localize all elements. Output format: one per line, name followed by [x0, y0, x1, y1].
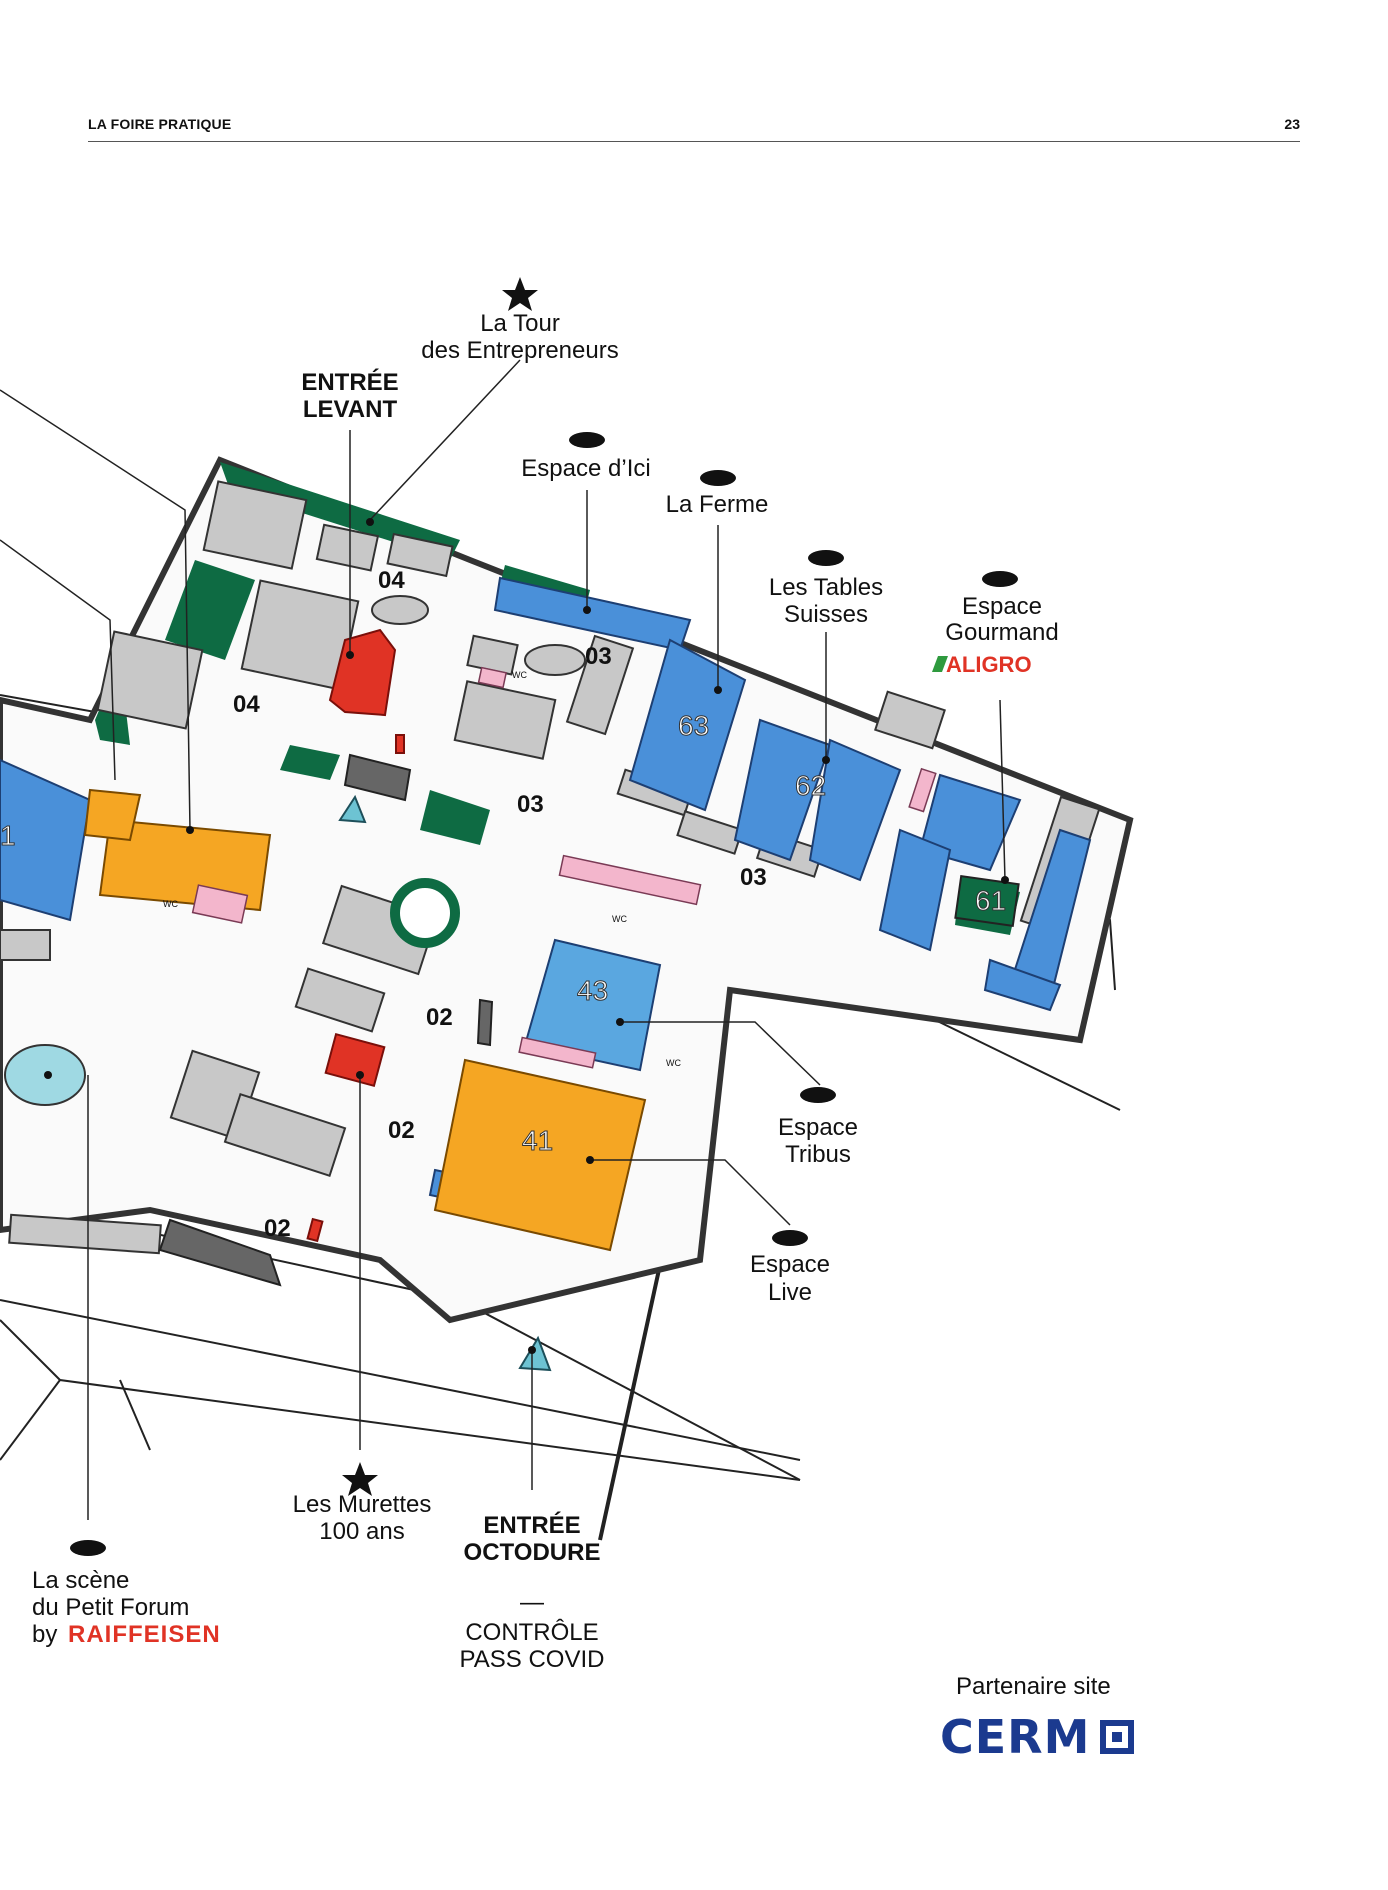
- wc-markers: WC WC WC WC: [163, 670, 681, 1068]
- lips-icon: [982, 571, 1018, 587]
- blue-halls: [0, 576, 1092, 1217]
- wc-marker: WC: [512, 670, 527, 680]
- zone-03-center: 03: [517, 791, 544, 818]
- label-live-line2: Live: [768, 1279, 812, 1306]
- label-scene-by: by: [32, 1621, 57, 1648]
- zone-03-east: 03: [740, 864, 767, 891]
- label-tour-line1: La Tour: [480, 310, 560, 337]
- hall-numbers: 63 62 61 43 41 1: [0, 710, 1007, 1157]
- label-entree-levant-line1: ENTRÉE: [301, 368, 398, 396]
- label-espace-ici: Espace d’Ici: [521, 455, 650, 482]
- orange-halls: [83, 788, 647, 1252]
- lips-icon: [569, 432, 605, 448]
- cerm-logo: CERM: [940, 1710, 1135, 1764]
- hall-61: 61: [975, 885, 1006, 916]
- roundabout: [390, 878, 460, 948]
- label-scene-line2: du Petit Forum: [32, 1594, 189, 1621]
- label-tables-suisses-line1: Les Tables: [769, 574, 883, 601]
- label-tour-line2: des Entrepreneurs: [421, 337, 618, 364]
- zone-02-south: 02: [264, 1215, 291, 1242]
- dark-walls: [158, 753, 494, 1287]
- aligro-logo: ALIGRO: [932, 652, 1032, 677]
- label-dash: —: [520, 1589, 544, 1616]
- label-murettes-line2: 100 ans: [319, 1518, 404, 1545]
- zone-numbers: 04 04 03 03 03 02 02 02: [233, 567, 767, 1242]
- silos: [371, 595, 586, 676]
- hall-43: 43: [577, 975, 608, 1006]
- scene-labels: La scène du Petit Forum by RAIFFEISEN: [32, 1567, 221, 1648]
- aligro-text: ALIGRO: [946, 652, 1032, 677]
- callout-lines: [0, 359, 1006, 1520]
- label-controle-line1: CONTRÔLE: [465, 1618, 598, 1646]
- star-icon: [342, 1462, 378, 1496]
- zone-04-north: 04: [378, 567, 405, 594]
- label-tribus-line1: Espace: [778, 1114, 858, 1141]
- hall-63: 63: [678, 710, 709, 741]
- label-entree-octodure-line1: ENTRÉE: [483, 1511, 580, 1539]
- label-controle-line2: PASS COVID: [460, 1646, 605, 1673]
- red-elements: [306, 628, 405, 1243]
- lips-icon: [70, 1540, 106, 1556]
- label-gourmand-line1: Espace: [962, 593, 1042, 620]
- callout-labels: La Tour des Entrepreneurs Espace d’Ici L…: [293, 310, 1059, 1673]
- label-murettes-line1: Les Murettes: [293, 1491, 432, 1518]
- label-scene-line1: La scène: [32, 1567, 129, 1594]
- hall-62: 62: [795, 770, 826, 801]
- wc-marker: WC: [612, 914, 627, 924]
- partner-label: Partenaire site: [956, 1673, 1111, 1700]
- cerm-wordmark: CERM: [940, 1710, 1091, 1764]
- page-number: 23: [1284, 116, 1300, 132]
- entrance-labels: ENTRÉE LEVANT ENTRÉE OCTODURE: [301, 368, 600, 1566]
- zone-04-west: 04: [233, 691, 260, 718]
- lips-icon: [800, 1087, 836, 1103]
- label-gourmand-line2: Gourmand: [945, 619, 1058, 646]
- label-la-ferme: La Ferme: [666, 491, 769, 518]
- lips-icon: [808, 550, 844, 566]
- raiffeisen-logo: RAIFFEISEN: [68, 1621, 221, 1648]
- hall-43-shape: [523, 938, 662, 1072]
- lips-icon: [700, 470, 736, 486]
- hall-41: 41: [522, 1125, 553, 1156]
- entry-markers: [338, 794, 552, 1372]
- label-entree-octodure-line2: OCTODURE: [464, 1539, 601, 1566]
- hall-1: 1: [0, 820, 16, 851]
- lips-icon: [772, 1230, 808, 1246]
- star-icon: [502, 277, 538, 311]
- zone-02-north: 02: [426, 1004, 453, 1031]
- zone-03-north: 03: [585, 643, 612, 670]
- page-header: LA FOIRE PRATIQUE 23: [88, 116, 1300, 142]
- wc-marker: WC: [666, 1058, 681, 1068]
- hall-61-shape: [954, 875, 1020, 927]
- cerm-box-icon: [1100, 1720, 1135, 1754]
- label-live-line1: Espace: [750, 1251, 830, 1278]
- label-tables-suisses-line2: Suisses: [784, 601, 868, 628]
- callout-dots: [44, 518, 1009, 1354]
- label-entree-levant-line2: LEVANT: [303, 396, 398, 423]
- lips-icons: [70, 432, 1018, 1556]
- star-icons: [342, 277, 538, 1496]
- pink-stands: [191, 666, 937, 1069]
- section-title: LA FOIRE PRATIQUE: [88, 116, 232, 132]
- label-tribus-line2: Tribus: [785, 1141, 851, 1168]
- zone-02-center: 02: [388, 1117, 415, 1144]
- wc-marker: WC: [163, 899, 178, 909]
